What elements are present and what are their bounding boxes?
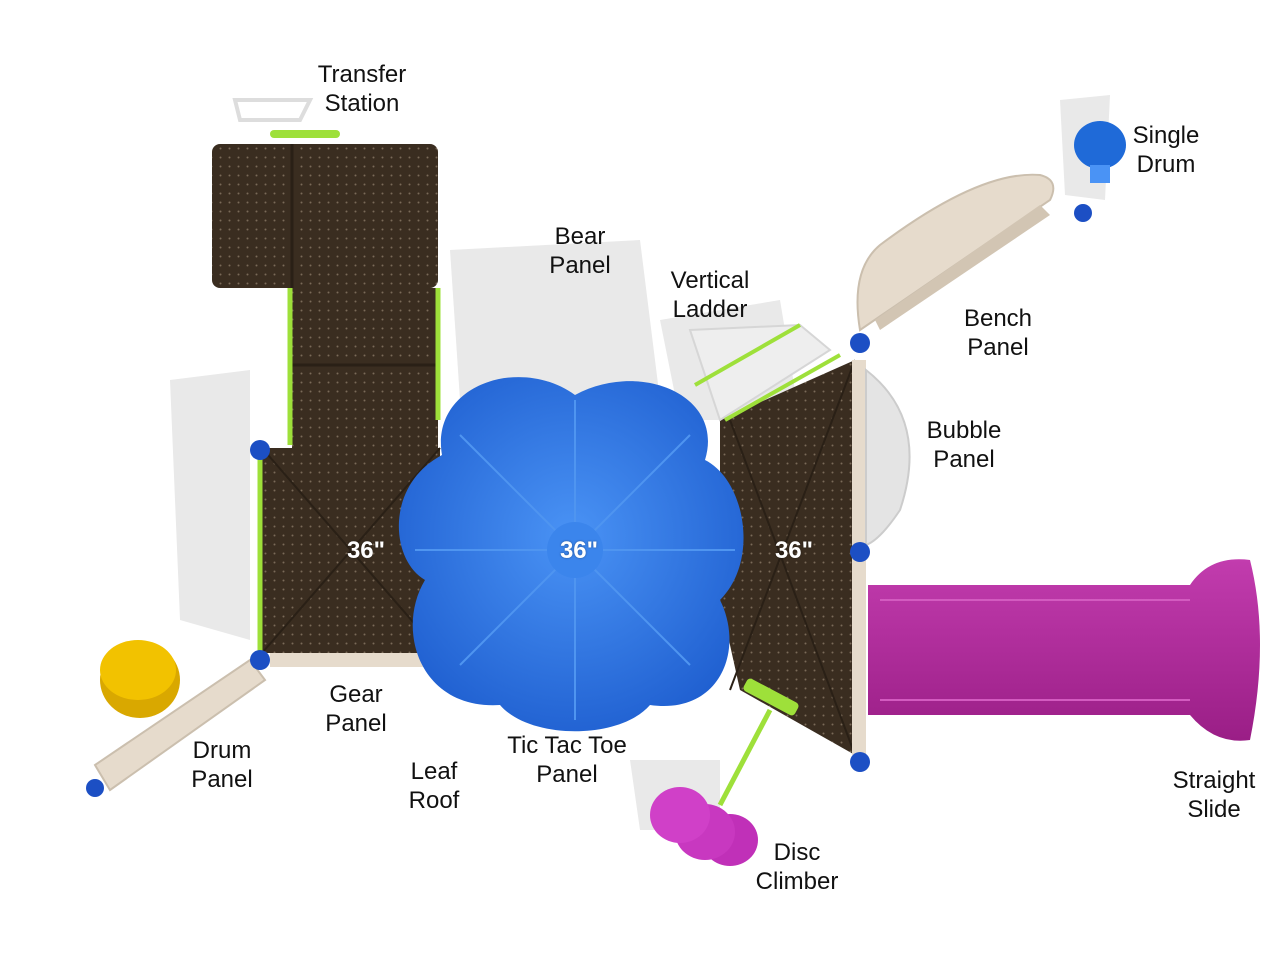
vertical-ladder	[688, 323, 841, 422]
label-transfer-station: Transfer Station	[317, 61, 407, 117]
straight-slide	[868, 559, 1260, 741]
bubble-panel	[865, 367, 911, 547]
label-leaf-roof: Leaf Roof	[408, 758, 460, 814]
label-disc-climber: Disc Climber	[755, 839, 839, 895]
label-straight-slide: Straight Slide	[1172, 767, 1256, 823]
label-single-drum: Single Drum	[1132, 122, 1200, 178]
leaf-roof	[398, 377, 744, 732]
label-bear-panel: Bear Panel	[549, 223, 611, 279]
deck-height-center: 36"	[559, 537, 599, 564]
deck-height-right: 36"	[774, 537, 814, 564]
label-bench-panel: Bench Panel	[963, 305, 1033, 361]
label-vertical-ladder: Vertical Ladder	[670, 267, 750, 323]
label-drum-panel: Drum Panel	[191, 737, 253, 793]
bench-panel	[856, 173, 1055, 332]
drum-panel	[93, 640, 267, 792]
label-tic-tac-toe-panel: Tic Tac Toe Panel	[507, 732, 627, 788]
single-drum	[1074, 121, 1126, 183]
disc-climber	[650, 678, 799, 866]
deck-height-left: 36"	[346, 537, 386, 564]
left-deck	[257, 447, 441, 667]
clamps	[86, 204, 1092, 797]
label-bubble-panel: Bubble Panel	[926, 417, 1002, 473]
label-gear-panel: Gear Panel	[325, 681, 387, 737]
transfer-station	[212, 130, 441, 448]
